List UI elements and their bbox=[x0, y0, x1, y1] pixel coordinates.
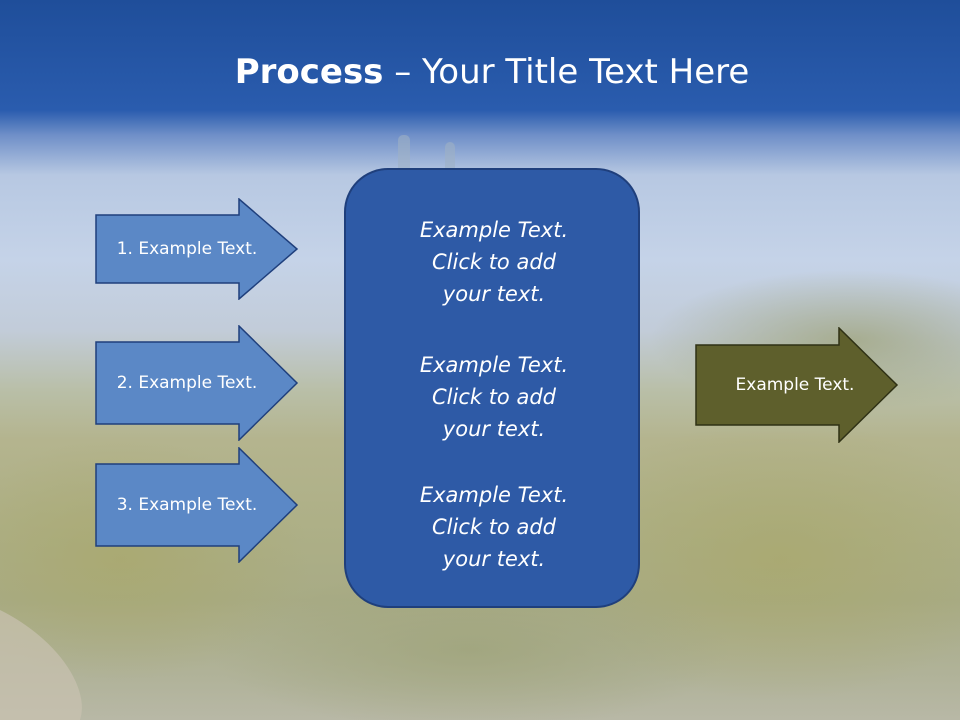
panel-text-block-2[interactable]: Example Text. Click to add your text. bbox=[346, 349, 642, 445]
right-arrow-icon bbox=[695, 327, 899, 443]
cactus-shape bbox=[398, 135, 410, 175]
panel-text-line: your text. bbox=[442, 282, 546, 306]
title-bold-text: Process bbox=[234, 52, 384, 92]
step-arrow-2[interactable]: 2. Example Text. bbox=[95, 325, 299, 441]
panel-text-line: Example Text. bbox=[419, 483, 569, 507]
panel-text-block-1[interactable]: Example Text. Click to add your text. bbox=[346, 214, 642, 310]
panel-text-line: Example Text. bbox=[419, 353, 569, 377]
center-text-panel[interactable]: Example Text. Click to add your text. Ex… bbox=[344, 168, 640, 608]
dirt-path-shape bbox=[0, 610, 82, 720]
step-arrow-label: 3. Example Text. bbox=[116, 495, 258, 515]
panel-text-line: Click to add bbox=[431, 515, 556, 539]
step-arrow-1[interactable]: 1. Example Text. bbox=[95, 198, 299, 300]
title-rest-text: – Your Title Text Here bbox=[383, 52, 750, 92]
panel-text-line: Example Text. bbox=[419, 218, 569, 242]
panel-text-block-3[interactable]: Example Text. Click to add your text. bbox=[346, 479, 642, 575]
slide-title: Process – Your Title Text Here bbox=[0, 52, 960, 92]
panel-text-line: your text. bbox=[442, 547, 546, 571]
result-arrow[interactable]: Example Text. bbox=[695, 327, 899, 443]
step-arrow-label: 1. Example Text. bbox=[116, 239, 258, 259]
right-arrow-icon bbox=[95, 447, 299, 563]
cactus-shape bbox=[445, 142, 455, 176]
panel-text-line: Click to add bbox=[431, 250, 556, 274]
panel-text-line: your text. bbox=[442, 417, 546, 441]
right-arrow-icon bbox=[95, 198, 299, 300]
right-arrow-icon bbox=[95, 325, 299, 441]
result-arrow-label: Example Text. bbox=[735, 375, 855, 395]
panel-text-line: Click to add bbox=[431, 385, 556, 409]
step-arrow-3[interactable]: 3. Example Text. bbox=[95, 447, 299, 563]
step-arrow-label: 2. Example Text. bbox=[116, 373, 258, 393]
